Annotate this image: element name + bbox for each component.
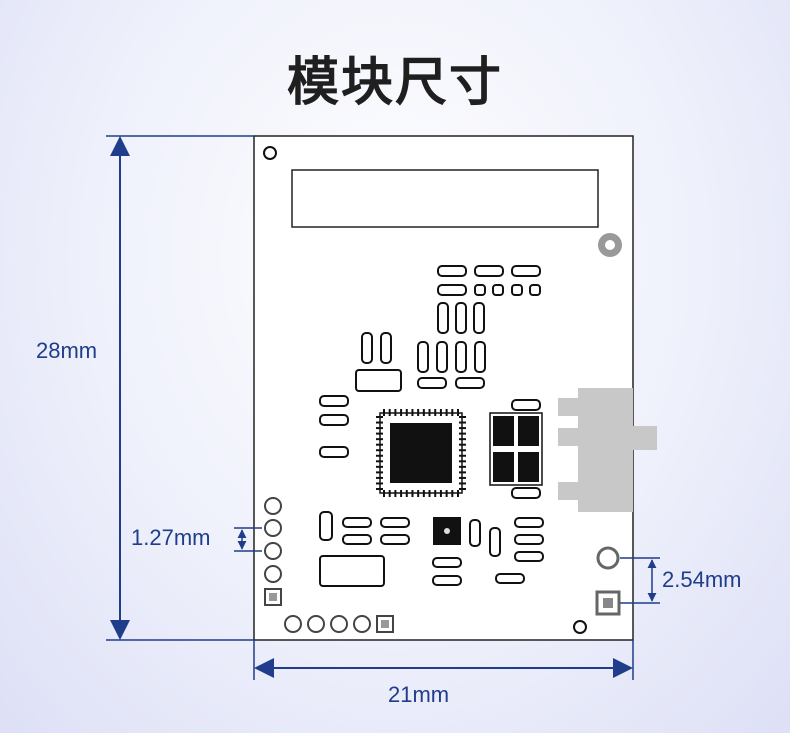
main-ic	[376, 409, 466, 497]
pads-bottom	[319, 511, 544, 587]
dimension-pitch-large-label: 2.54mm	[662, 567, 742, 592]
dimension-pitch-small-label: 1.27mm	[131, 525, 211, 550]
dimension-width-label: 21mm	[388, 682, 450, 707]
pin-row-bottom	[284, 615, 394, 633]
mount-hole-bottom-right	[573, 620, 587, 634]
dimension-lines	[106, 135, 660, 680]
side-connector	[558, 388, 657, 512]
dimension-height-label: 28mm	[36, 338, 98, 363]
pads-top-right	[319, 265, 541, 499]
sensor-chip	[433, 517, 461, 545]
crystal-component	[489, 412, 543, 486]
page-title: 模块尺寸	[286, 53, 503, 113]
top-component	[291, 169, 599, 228]
pin-row-left	[264, 497, 282, 606]
mount-hole-top-left	[263, 146, 277, 160]
pin-row-right	[595, 546, 621, 616]
